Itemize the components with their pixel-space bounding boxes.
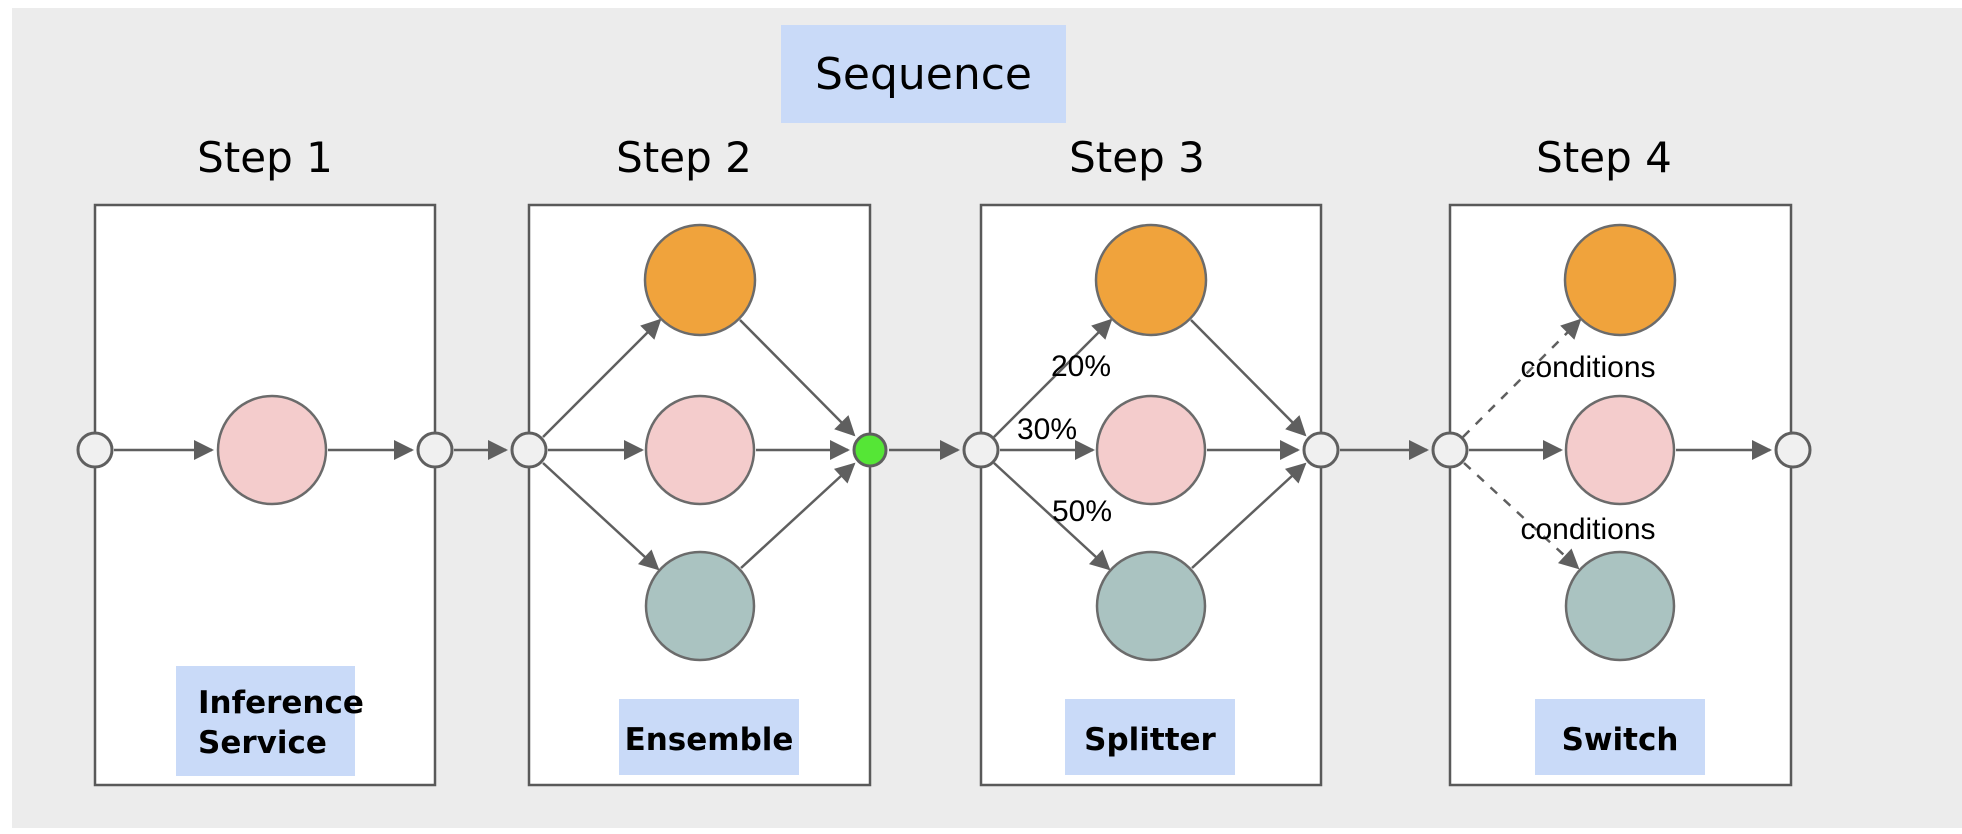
step1-component-label-line1: Inference: [198, 685, 364, 721]
step-2-title: Step 2: [616, 133, 752, 182]
sequence-title: Sequence: [815, 49, 1032, 100]
step4-model-node-orange: [1563, 223, 1677, 337]
step3-input-port: [962, 431, 1000, 469]
step2-input-port: [510, 431, 548, 469]
step2-component-label-box: [619, 699, 799, 775]
splitter-weight-20: 20%: [1051, 350, 1111, 383]
step1-output-port: [416, 431, 454, 469]
step-4-title: Step 4: [1536, 133, 1672, 182]
step1-input-port: [76, 431, 114, 469]
step4-input-port: [1431, 431, 1469, 469]
step-3-title: Step 3: [1069, 133, 1205, 182]
step3-component-label-box: [1065, 699, 1235, 775]
arrow-step3-orange-to-out: [1190, 319, 1307, 437]
arrow-step4-in-to-teal-dashed: [1463, 462, 1580, 570]
step3-model-node-teal: [1095, 550, 1207, 662]
step3-model-node-pink: [1095, 394, 1207, 506]
arrow-step3-in-to-orange: [993, 318, 1113, 438]
arrow-step2-teal-to-green: [740, 462, 856, 569]
step4-component-label-box: [1535, 699, 1705, 775]
splitter-weight-30: 30%: [1017, 413, 1077, 446]
step3-component-label: Splitter: [1084, 722, 1216, 758]
arrow-step3-in-to-teal: [993, 462, 1111, 571]
step3-output-port: [1302, 431, 1340, 469]
step4-output-port: [1774, 431, 1812, 469]
step3-model-node-orange: [1094, 223, 1208, 337]
sequence-title-box: [781, 25, 1066, 123]
step4-model-node-teal: [1564, 550, 1676, 662]
step2-model-node-orange: [643, 223, 757, 337]
step2-output-port-green: [852, 432, 888, 468]
step1-component-label-box: [176, 666, 355, 776]
step2-model-node-teal: [644, 550, 756, 662]
step2-model-node-pink: [644, 394, 756, 506]
step2-component-label: Ensemble: [625, 722, 794, 758]
arrow-step2-in-to-orange: [542, 318, 662, 438]
step-1-title: Step 1: [197, 133, 333, 182]
arrow-step2-orange-to-green: [739, 319, 856, 437]
switch-conditions-label-top: conditions: [1520, 351, 1655, 384]
splitter-weight-50: 50%: [1052, 495, 1112, 528]
arrow-step3-teal-to-out: [1191, 462, 1307, 569]
step4-model-node-pink: [1564, 394, 1676, 506]
step1-component-label-line2: Service: [198, 725, 327, 761]
arrow-step2-in-to-teal: [542, 462, 660, 571]
step1-model-node-pink: [216, 394, 328, 506]
step4-component-label: Switch: [1562, 722, 1679, 758]
switch-conditions-label-bottom: conditions: [1520, 513, 1655, 546]
